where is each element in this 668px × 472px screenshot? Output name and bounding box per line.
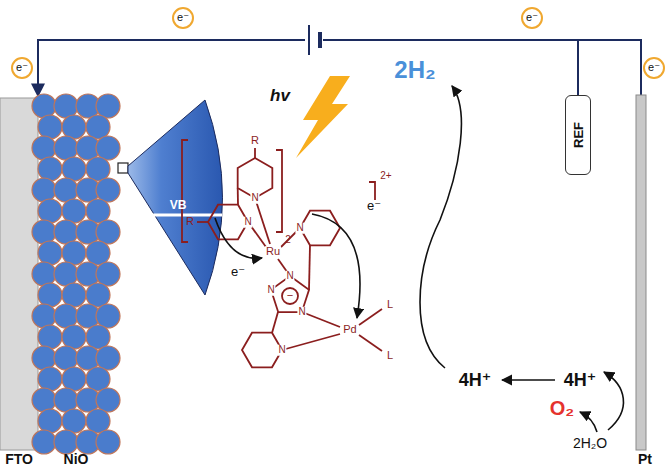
substituent-label: R xyxy=(251,135,259,147)
ligand-label: L xyxy=(387,350,393,362)
charge-label: 2+ xyxy=(380,171,391,182)
electron-label: e⁻ xyxy=(231,265,245,279)
valence-band-wedge xyxy=(128,100,223,295)
light-label: hv xyxy=(270,87,290,105)
substituent-label: R xyxy=(186,216,194,228)
electron-circle: e⁻ xyxy=(11,57,33,79)
electron-circle: e⁻ xyxy=(172,7,194,29)
electrode-name: Pt xyxy=(638,452,652,467)
atom-label: N xyxy=(250,193,259,204)
atom-label: N xyxy=(295,223,304,234)
pt-electrode xyxy=(636,95,646,450)
proton-label: 4H⁺ xyxy=(564,371,597,390)
electron-label: e⁻ xyxy=(648,62,660,73)
atom-label: N xyxy=(243,217,252,228)
atom-label: N xyxy=(297,307,306,318)
electron-label: e⁻ xyxy=(367,199,381,213)
reaction-arrow xyxy=(215,86,623,432)
metal-label: Pd xyxy=(342,324,357,336)
proton-label: 4H⁺ xyxy=(459,371,492,390)
electron-label: e⁻ xyxy=(177,12,189,23)
reactant-label: 2H₂O xyxy=(573,436,607,451)
band-label: VB xyxy=(170,199,187,212)
atom-label: N xyxy=(285,271,294,282)
zoom-square xyxy=(118,163,128,173)
light-bolt xyxy=(296,76,350,158)
ligand-label: L xyxy=(387,299,393,311)
electrode-label: REF xyxy=(572,122,585,148)
count-label: 2 xyxy=(285,235,291,246)
reference-electrode: REF xyxy=(565,95,591,175)
nio-particles xyxy=(32,94,120,454)
battery-symbol xyxy=(309,25,320,55)
product-label: O₂ xyxy=(550,398,574,419)
electron-circle: e⁻ xyxy=(521,7,543,29)
electron-circle: e⁻ xyxy=(643,57,665,79)
ru-pd-complex xyxy=(182,140,382,367)
electron-label: e⁻ xyxy=(526,12,538,23)
atom-label: N xyxy=(266,285,275,296)
electrode-name: FTO xyxy=(5,452,33,467)
electron-label: e⁻ xyxy=(16,62,28,73)
atom-label: N xyxy=(277,345,286,356)
product-label: 2H₂ xyxy=(394,57,435,82)
metal-label: Ru xyxy=(265,246,281,258)
layer-name: NiO xyxy=(64,452,89,467)
charge-label: − xyxy=(287,290,293,302)
